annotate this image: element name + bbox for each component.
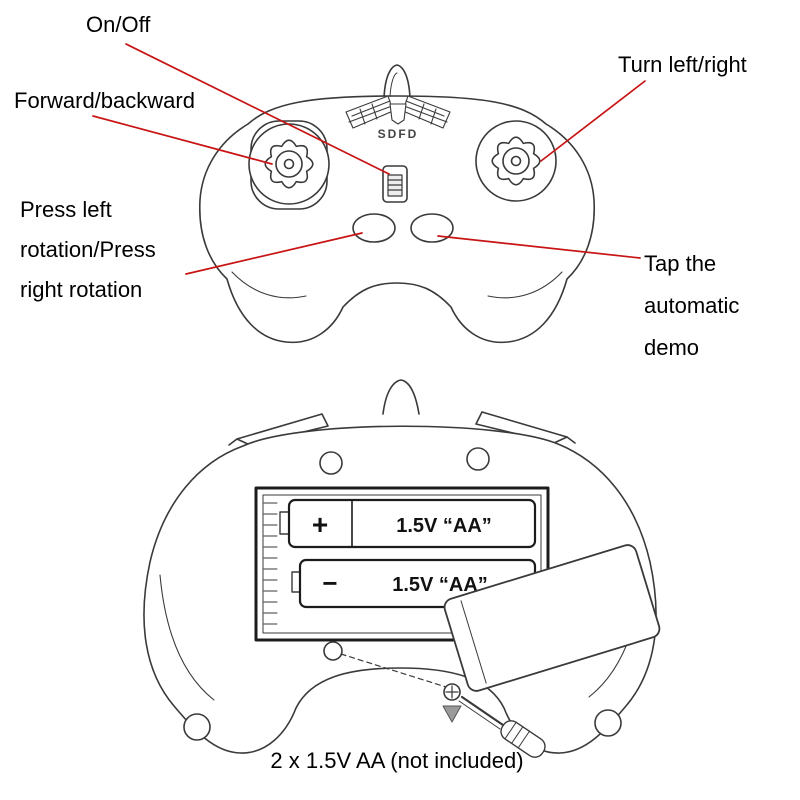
cover-screw-hole	[323, 641, 343, 661]
checkered-flags-decoration	[345, 95, 451, 129]
back-bottom-hole-right	[594, 709, 622, 737]
power-switch	[382, 165, 408, 203]
label-press-rotation-line1: Press left	[20, 197, 112, 222]
back-bottom-hole-left	[183, 713, 211, 741]
front-right-grip-line	[487, 271, 563, 299]
front-left-grip-line	[231, 271, 307, 299]
label-press-rotation-line2: rotation/Press	[20, 237, 156, 262]
label-tap-demo-line1: Tap the	[644, 251, 717, 276]
left-joystick-knob	[264, 139, 314, 189]
battery-caption: 2 x 1.5V AA (not included)	[270, 748, 524, 773]
battery-top-sign: +	[312, 509, 328, 540]
label-press-rotation-line3: right rotation	[20, 277, 143, 302]
label-tap-demo-line3: demo	[644, 335, 700, 360]
battery-bottom-label: 1.5V “AA”	[392, 574, 488, 596]
leader-on-off	[125, 43, 390, 175]
label-forward-backward: Forward/backward	[14, 88, 195, 113]
screw-dashed-pointer	[340, 653, 447, 688]
label-tap-demo: Tap the automatic demo	[644, 243, 739, 369]
label-on-off: On/Off	[86, 12, 151, 37]
leader-forward-backward	[92, 115, 273, 165]
right-joystick-knob	[491, 136, 541, 186]
controller-front-view: SDFD	[198, 64, 596, 344]
screwdriver	[458, 695, 546, 758]
back-antenna-fin	[382, 379, 420, 415]
back-left-wing	[236, 413, 329, 446]
screw	[443, 683, 461, 701]
crest-shield	[389, 103, 407, 125]
leader-turn-left-right	[540, 80, 646, 162]
controller-back-view: + 1.5V “AA” − 1.5V “AA”	[143, 379, 661, 758]
brand-logo-text: SDFD	[378, 127, 419, 141]
front-antenna-fin	[383, 64, 411, 99]
auto-demo-button	[410, 213, 454, 243]
label-tap-demo-line2: automatic	[644, 293, 740, 318]
leader-lines	[92, 43, 646, 275]
front-antenna-inner-line	[389, 72, 398, 97]
arrow-down-icon	[442, 705, 462, 723]
back-left-side-line	[159, 574, 215, 701]
right-joystick	[475, 120, 557, 202]
leader-press-rotation	[185, 232, 363, 275]
label-press-rotation: Press left rotation/Press right rotation	[20, 190, 156, 310]
left-joystick	[248, 120, 330, 210]
back-screw-hole-left	[319, 451, 343, 475]
back-right-wing	[475, 411, 568, 444]
left-rotation-button	[352, 213, 396, 243]
label-turn-left-right: Turn left/right	[618, 52, 747, 77]
battery-slot-top: + 1.5V “AA”	[279, 498, 537, 549]
leader-tap-demo	[437, 235, 641, 259]
compartment-ridges	[263, 502, 278, 625]
battery-cover-panel	[443, 544, 661, 692]
battery-top-label: 1.5V “AA”	[396, 515, 492, 537]
back-screw-hole-right	[466, 447, 490, 471]
battery-bottom-sign: −	[322, 568, 337, 598]
